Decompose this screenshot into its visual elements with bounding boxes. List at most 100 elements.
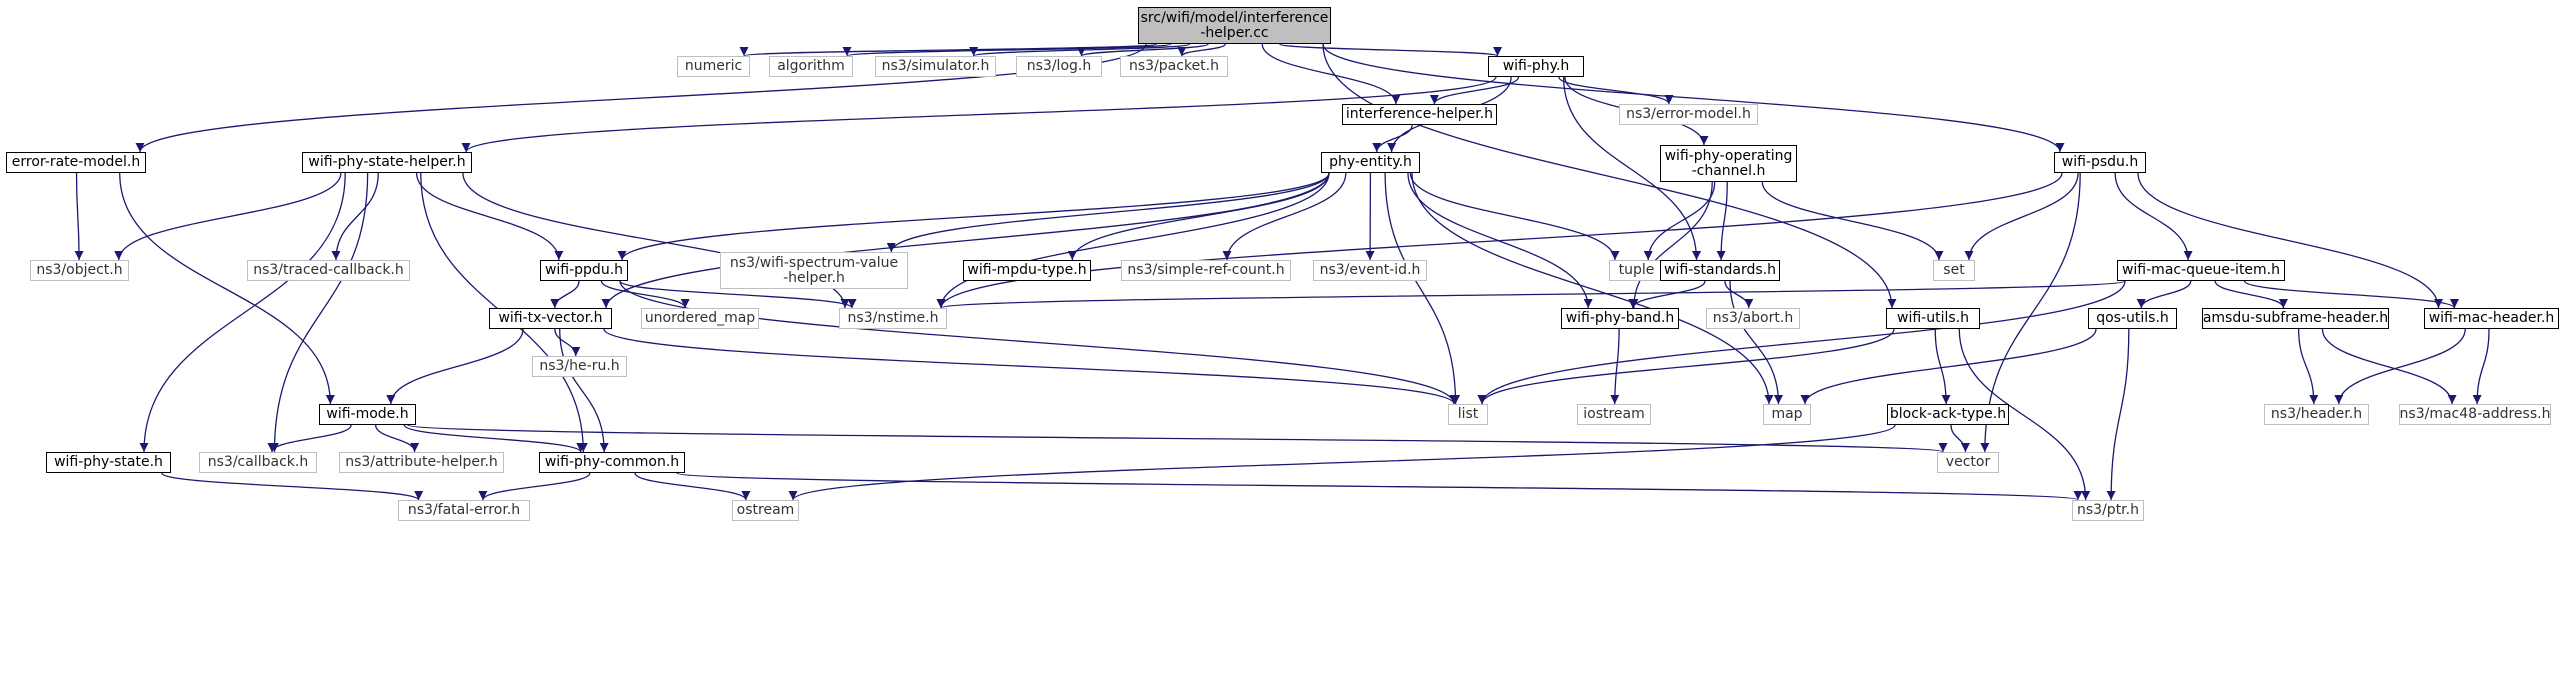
edge-wifi-phy-state-helper-h-to-wifi-phy-state-h [139, 172, 346, 453]
edge-wifi-phy-operating-channel-h-to-tuple [1643, 181, 1716, 261]
node-label: wifi-mac-header.h [2428, 310, 2555, 326]
edge-wifi-standards-h-to-ns3-abort-h [1724, 280, 1754, 309]
node-wifi-phy-band-h[interactable]: wifi-phy-band.h [1561, 308, 1679, 329]
edge-interference-helper-cc-to-interference-helper-h [1261, 43, 1401, 105]
node-wifi-mac-header-h[interactable]: wifi-mac-header.h [2424, 308, 2559, 329]
edge-phy-entity-h-to-ns3-simple-ref-count-h [1222, 172, 1347, 261]
node-ns3-nstime-h: ns3/nstime.h [839, 308, 947, 329]
edge-wifi-psdu-h-to-set [1964, 172, 2079, 261]
node-interference-helper-h[interactable]: interference-helper.h [1342, 104, 1497, 125]
edge-interference-helper-cc-to-ns3-log-h [1077, 43, 1209, 57]
node-label: ns3/traced-callback.h [253, 262, 404, 278]
node-ns3-log-h: ns3/log.h [1016, 56, 1102, 77]
edge-wifi-standards-h-to-map [1729, 280, 1783, 405]
node-wifi-utils-h[interactable]: wifi-utils.h [1886, 308, 1980, 329]
edge-wifi-ppdu-h-to-unordered-map [600, 280, 690, 309]
node-ns3-wifi-spectrum-value-helper-h: ns3/wifi-spectrum-value-helper.h [720, 252, 908, 289]
node-qos-utils-h[interactable]: qos-utils.h [2088, 308, 2177, 329]
node-label: ns3/packet.h [1129, 58, 1219, 74]
edge-interference-helper-cc-to-wifi-phy-h [1279, 43, 1502, 57]
node-label: wifi-ppdu.h [544, 262, 624, 278]
edge-phy-entity-h-to-wifi-mpdu-type-h [1067, 172, 1330, 261]
edge-wifi-mode-h-to-ns3-attribute-helper-h [374, 424, 420, 453]
edge-wifi-psdu-h-to-wifi-mac-queue-item-h [2114, 172, 2193, 261]
node-label: wifi-phy-common.h [544, 454, 680, 470]
node-wifi-mode-h[interactable]: wifi-mode.h [319, 404, 416, 425]
node-label: wifi-tx-vector.h [498, 310, 603, 326]
edge-wifi-mac-queue-item-h-to-amsdu-subframe-header-h [2214, 280, 2288, 309]
edge-wifi-phy-band-h-to-iostream [1610, 328, 1620, 405]
edge-wifi-phy-h-to-interference-helper-h [1429, 76, 1520, 105]
node-label: tuple [1618, 262, 1655, 278]
node-wifi-phy-state-helper-h[interactable]: wifi-phy-state-helper.h [302, 152, 472, 173]
node-ns3-callback-h: ns3/callback.h [199, 452, 317, 473]
node-wifi-phy-operating-channel-h[interactable]: wifi-phy-operating-channel.h [1660, 145, 1797, 182]
edge-wifi-ppdu-h-to-ns3-nstime-h [619, 280, 857, 309]
node-label: -helper.h [783, 269, 845, 286]
node-label: ns3/object.h [36, 262, 123, 278]
edge-wifi-phy-state-helper-h-to-ns3-traced-callback-h [331, 172, 379, 261]
node-ns3-ptr-h: ns3/ptr.h [2072, 500, 2144, 521]
edge-block-ack-type-h-to-ostream [788, 424, 1896, 501]
edge-wifi-tx-vector-h-to-ns3-he-ru-h [554, 328, 581, 357]
node-label: amsdu-subframe-header.h [2202, 310, 2389, 326]
node-ns3-packet-h: ns3/packet.h [1120, 56, 1228, 77]
node-amsdu-subframe-header-h[interactable]: amsdu-subframe-header.h [2202, 308, 2389, 329]
node-wifi-mac-queue-item-h[interactable]: wifi-mac-queue-item.h [2117, 260, 2285, 281]
node-label: wifi-mac-queue-item.h [2121, 262, 2281, 278]
node-label: ostream [736, 502, 795, 518]
node-ns3-traced-callback-h: ns3/traced-callback.h [247, 260, 410, 281]
node-wifi-phy-h[interactable]: wifi-phy.h [1488, 56, 1584, 77]
node-ns3-error-model-h: ns3/error-model.h [1619, 104, 1758, 125]
edge-wifi-phy-operating-channel-h-to-set [1761, 181, 1944, 261]
node-label: numeric [684, 58, 743, 74]
node-error-rate-model-h[interactable]: error-rate-model.h [6, 152, 146, 173]
edge-qos-utils-h-to-ns3-ptr-h [2106, 328, 2130, 501]
edge-wifi-psdu-h-to-wifi-mac-header-h [2137, 172, 2443, 309]
node-tuple: tuple [1609, 260, 1664, 281]
edge-phy-entity-h-to-tuple [1409, 172, 1620, 261]
node-label: algorithm [777, 58, 845, 74]
edge-phy-entity-h-to-list [1384, 172, 1461, 405]
edge-wifi-phy-common-h-to-ns3-ptr-h [676, 472, 2082, 501]
node-label: wifi-mode.h [326, 406, 409, 422]
node-label: ns3/log.h [1026, 58, 1092, 74]
edge-error-rate-model-h-to-ns3-object-h [74, 172, 84, 261]
node-block-ack-type-h[interactable]: block-ack-type.h [1887, 404, 2009, 425]
node-ns3-simulator-h: ns3/simulator.h [875, 56, 996, 77]
node-wifi-phy-common-h[interactable]: wifi-phy-common.h [539, 452, 685, 473]
edge-wifi-psdu-h-to-vector [1980, 172, 2081, 453]
node-ns3-he-ru-h: ns3/he-ru.h [532, 356, 627, 377]
node-label: wifi-phy-operating [1664, 147, 1793, 164]
edge-interference-helper-cc-to-wifi-psdu-h [1322, 43, 2065, 153]
node-wifi-mpdu-type-h[interactable]: wifi-mpdu-type.h [963, 260, 1091, 281]
edge-wifi-mac-queue-item-h-to-qos-utils-h [2136, 280, 2192, 309]
node-label: unordered_map [644, 310, 756, 326]
node-unordered-map: unordered_map [641, 308, 759, 329]
node-wifi-phy-state-h[interactable]: wifi-phy-state.h [46, 452, 171, 473]
node-label: wifi-mpdu-type.h [967, 262, 1087, 278]
node-label: wifi-phy-state-helper.h [308, 154, 466, 170]
node-label: wifi-phy.h [1502, 58, 1570, 74]
node-wifi-standards-h[interactable]: wifi-standards.h [1660, 260, 1780, 281]
node-wifi-tx-vector-h[interactable]: wifi-tx-vector.h [489, 308, 612, 329]
edge-qos-utils-h-to-map [1800, 328, 2097, 405]
node-label: ns3/callback.h [207, 454, 309, 470]
edge-wifi-phy-state-h-to-ns3-fatal-error-h [161, 472, 424, 501]
node-label: wifi-utils.h [1897, 310, 1969, 326]
node-wifi-ppdu-h[interactable]: wifi-ppdu.h [540, 260, 628, 281]
edge-phy-entity-h-to-map [1411, 172, 1774, 405]
edge-wifi-phy-state-helper-h-to-ns3-object-h [114, 172, 342, 261]
node-ns3-attribute-helper-h: ns3/attribute-helper.h [339, 452, 504, 473]
node-wifi-psdu-h[interactable]: wifi-psdu.h [2054, 152, 2146, 173]
edge-wifi-mode-h-to-vector [407, 424, 1947, 453]
node-vector: vector [1937, 452, 1999, 473]
edge-wifi-mac-queue-item-h-to-list [1477, 280, 2126, 405]
node-iostream: iostream [1577, 404, 1651, 425]
node-ns3-header-h: ns3/header.h [2264, 404, 2369, 425]
node-ns3-mac48-address-h: ns3/mac48-address.h [2399, 404, 2551, 425]
node-phy-entity-h[interactable]: phy-entity.h [1321, 152, 1420, 173]
node-label: wifi-phy-state.h [54, 454, 163, 470]
